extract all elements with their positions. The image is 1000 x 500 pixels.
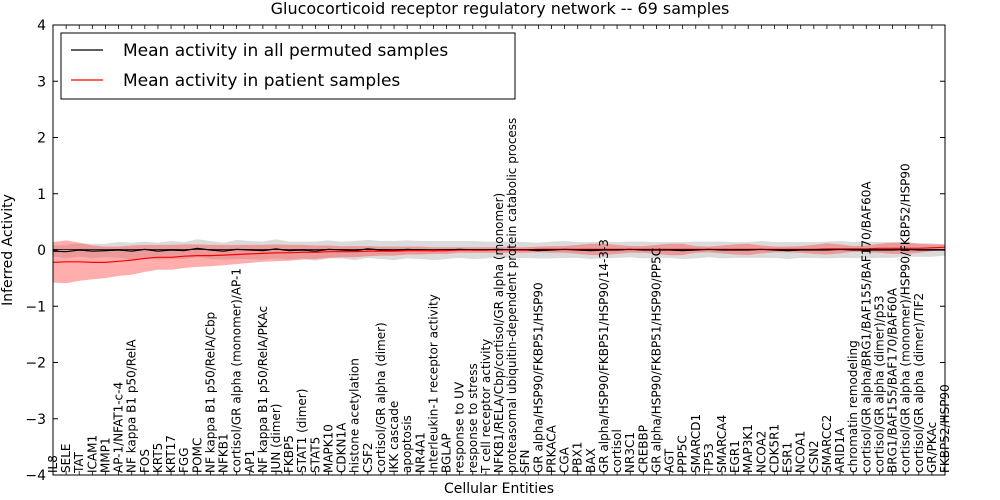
x-tick-label: FKBP5: [282, 435, 296, 473]
x-tick-label: proteasomal ubiquitin-dependent protein …: [505, 118, 519, 473]
chart-title: Glucocorticoid receptor regulatory netwo…: [271, 0, 730, 18]
x-tick-label: AP1: [243, 450, 257, 473]
x-tick-label: response to UV: [453, 381, 467, 473]
x-tick-label: cortisol/GR alpha/BRG1/BAF155/BAF170/BAF…: [859, 181, 873, 473]
x-tick-label: NF kappa B1 p50/RelA: [125, 339, 139, 473]
y-tick-label: 3: [37, 74, 46, 90]
y-tick-label: −2: [25, 356, 46, 372]
legend-label-patient: Mean activity in patient samples: [123, 71, 400, 91]
legend-label-permuted: Mean activity in all permuted samples: [123, 41, 448, 61]
x-tick-label: CDKN1A: [335, 422, 349, 473]
x-tick-label: NFKB1: [217, 433, 231, 473]
x-tick-label: MMP1: [99, 437, 113, 473]
x-tick-label: ESR1: [781, 442, 795, 473]
x-tick-label: Interleukin-1 receptor activity: [426, 294, 440, 473]
x-tick-label: histone acetylation: [348, 358, 362, 473]
x-tick-label: cortisol/GR alpha (monomer)/AP-1: [230, 268, 244, 473]
x-tick-label: SELE: [59, 444, 73, 473]
y-tick-label: −1: [25, 299, 46, 315]
x-tick-label: apoptosis: [400, 415, 414, 473]
x-tick-label: cortisol/GR alpha (monomer)/HSP90/FKBP52…: [899, 163, 913, 473]
x-tick-label: EGR1: [728, 440, 742, 473]
x-tick-label: FOS: [138, 449, 152, 473]
y-tick-label: −4: [25, 468, 46, 484]
y-tick-label: 2: [37, 131, 46, 147]
x-tick-label: TP53: [702, 443, 716, 474]
x-tick-label: GR alpha/HSP90/FKBP51/HSP90: [531, 282, 545, 473]
x-tick-label: cortisol: [610, 429, 624, 473]
x-tick-label: GR alpha/HSP90/FKBP51/HSP90/PP5C: [649, 248, 663, 473]
x-tick-label: SMARCA4: [715, 415, 729, 473]
x-tick-label: KRT5: [151, 443, 165, 473]
x-tick-label: MAP3K1: [741, 424, 755, 473]
x-tick-label: BAX: [584, 448, 598, 473]
x-tick-label: STAT1 (dimer): [295, 389, 309, 473]
y-axis-label: Inferred Activity: [0, 194, 16, 306]
x-tick-label: JUN (dimer): [269, 404, 283, 474]
x-tick-label: ARID1A: [833, 427, 847, 473]
x-tick-label: POMC: [190, 438, 204, 473]
x-tick-label: ICAM1: [85, 435, 99, 473]
x-tick-label: TAT: [72, 451, 86, 474]
x-tick-label: GR/PKAc: [925, 422, 939, 473]
x-tick-label: NR4A1: [413, 432, 427, 473]
x-tick-label: SMARCD1: [689, 414, 703, 473]
x-tick-label: NR3C1: [623, 432, 637, 473]
x-tick-label: AP-1/NFAT1-c-4: [112, 382, 126, 473]
x-tick-label: AGT: [663, 448, 677, 473]
band-series-1: [53, 240, 945, 284]
x-tick-label: NFKB1/RELA/Cbp/cortisol/GR alpha (monome…: [492, 193, 506, 473]
x-tick-label: T cell receptor activity: [479, 339, 493, 474]
x-tick-label: cortisol/GR alpha (dimer): [374, 322, 388, 473]
x-tick-label: CREBBP: [636, 425, 650, 473]
x-tick-label: CGA: [558, 446, 572, 473]
x-tick-label: STAT5: [308, 437, 322, 473]
plot-frame: [52, 24, 946, 476]
x-tick-label: NCOA1: [794, 431, 808, 473]
x-tick-label: MAPK10: [322, 424, 336, 473]
x-tick-label: BRG1/BAF155/BAF170/BAF60A: [886, 287, 900, 473]
x-tick-label: SMARCC2: [820, 415, 834, 473]
x-tick-label: IKK cascade: [387, 401, 401, 473]
x-tick-label: KRT17: [164, 435, 178, 473]
x-tick-label: NCOA2: [754, 431, 768, 473]
x-tick-label: FGG: [177, 448, 191, 474]
x-tick-label: SFN: [518, 450, 532, 474]
x-tick-label: PPP5C: [676, 435, 690, 473]
y-tick-label: 0: [37, 243, 46, 259]
x-tick-label: CSF2: [361, 442, 375, 473]
x-tick-label: PBX1: [571, 442, 585, 473]
x-tick-label: PRKACA: [545, 424, 559, 473]
y-axis: −4 −3 −2 −1 0 1 2 3 4: [25, 18, 945, 484]
x-tick-label: response to stress: [466, 363, 480, 473]
x-tick-label: CSN2: [807, 440, 821, 473]
legend: Mean activity in all permuted samples Me…: [60, 32, 516, 100]
y-tick-label: 1: [37, 187, 46, 203]
x-tick-label: NF kappa B1 p50/RelA/Cbp: [203, 312, 217, 473]
legend-box: [60, 32, 516, 100]
y-tick-label: −3: [25, 412, 46, 428]
x-tick-label: NF kappa B1 p50/RelA/PKAc: [256, 306, 270, 473]
x-tick-label: chromatin remodeling: [846, 340, 860, 473]
x-tick-label: cortisol/GR alpha (dimer)/p53: [872, 295, 886, 473]
x-tick-label: BGLAP: [440, 433, 454, 473]
y-tick-label: 4: [37, 18, 46, 34]
x-axis-label: Cellular Entities: [444, 481, 554, 497]
x-tick-label: CDK5R1: [768, 424, 782, 473]
x-tick-label: GR alpha/HSP90/FKBP51/HSP90/14-3-3: [597, 239, 611, 473]
x-tick-label: cortisol/GR alpha (dimer)/TIF2: [912, 293, 926, 473]
